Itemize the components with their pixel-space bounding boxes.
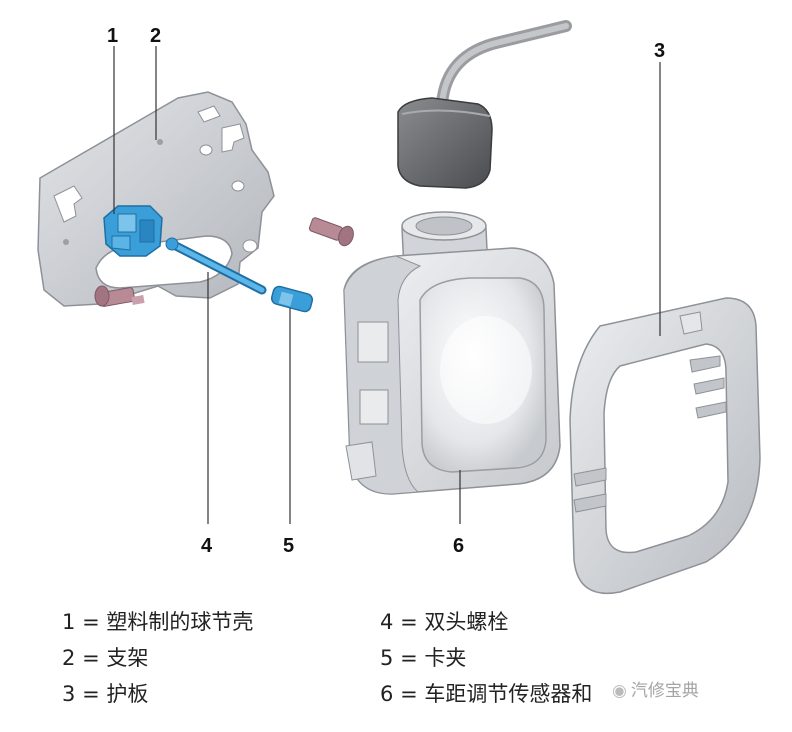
connector-cable <box>397 20 572 189</box>
leader-lines <box>113 46 661 524</box>
callout-4: 4 <box>201 535 213 557</box>
legend-item-4: 4 = 双头螺栓 <box>380 610 509 634</box>
screw-bracket <box>94 285 145 307</box>
legend-item-5: 5 = 卡夹 <box>380 646 467 670</box>
ball-socket-housing <box>103 205 163 257</box>
exploded-diagram: 1 2 3 4 5 6 <box>37 20 761 594</box>
callout-3: 3 <box>654 40 665 62</box>
callout-2: 2 <box>150 25 161 47</box>
callout-5: 5 <box>283 535 294 557</box>
distance-sensor <box>343 211 561 495</box>
watermark: 汽修宝典 <box>612 676 699 701</box>
stud-bolt <box>165 237 267 295</box>
legend-left: 1 = 塑料制的球节壳 2 = 支架 3 = 护板 <box>62 604 253 712</box>
legend-item-1: 1 = 塑料制的球节壳 <box>62 610 254 634</box>
legend-item-2: 2 = 支架 <box>62 646 149 670</box>
legend-item-3: 3 = 护板 <box>62 682 149 706</box>
legend-right: 4 = 双头螺栓 5 = 卡夹 6 = 车距调节传感器和 <box>380 604 592 712</box>
screw-sensor <box>308 217 354 247</box>
callout-1: 1 <box>107 25 118 47</box>
cover-shield <box>569 297 761 594</box>
callout-6: 6 <box>453 535 464 557</box>
clip <box>270 285 314 313</box>
legend-item-6: 6 = 车距调节传感器和 <box>380 682 593 706</box>
